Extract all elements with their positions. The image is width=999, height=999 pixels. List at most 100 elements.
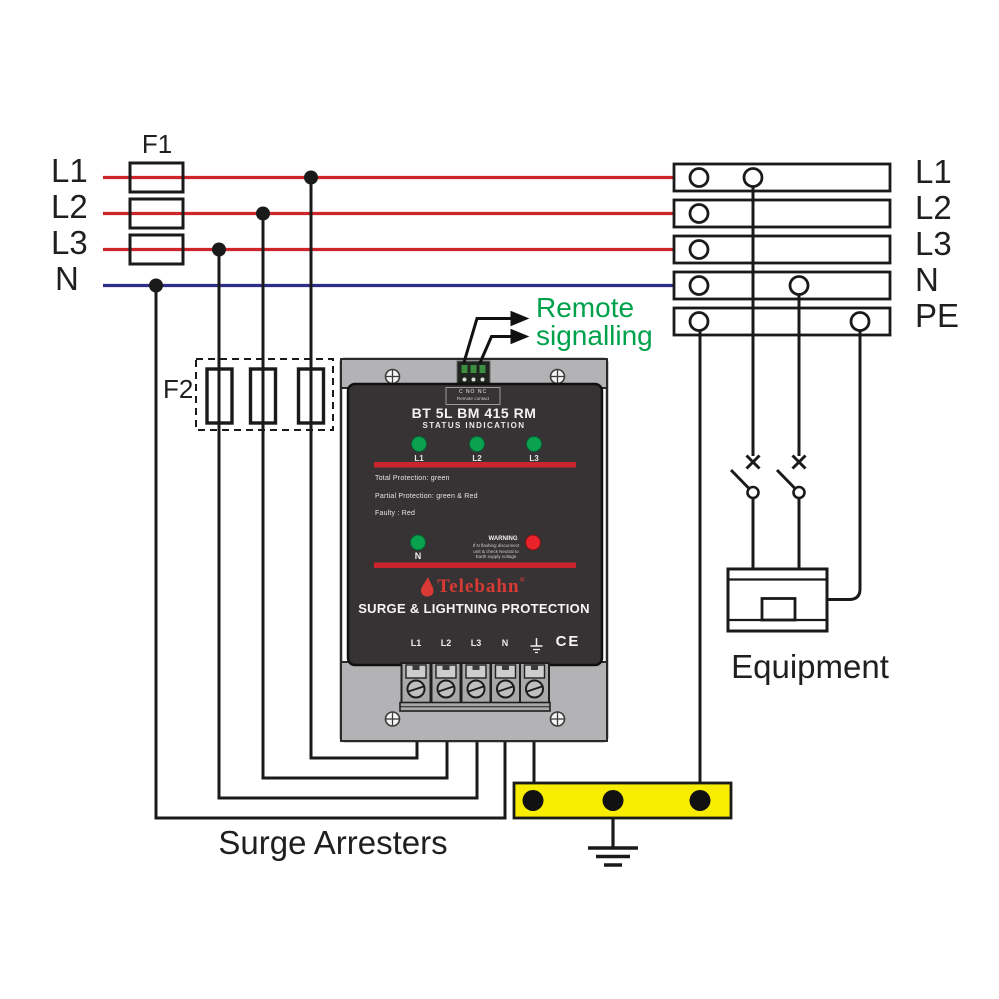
right-label-pe: PE — [915, 297, 960, 334]
fuse-f2-l3 — [205, 367, 234, 425]
arrowhead-icon — [510, 310, 530, 327]
connector-pin — [480, 377, 485, 382]
fuse-f2-dashed-box — [195, 358, 334, 431]
connector-slot — [479, 365, 486, 373]
fuse-f2-label: F2 — [163, 374, 194, 404]
connector-contacts-label: C NO NC — [458, 388, 488, 395]
led-n-icon — [410, 534, 426, 551]
arrow-line-1 — [462, 317, 511, 365]
right-label-l3: L3 — [915, 225, 952, 262]
terminal-block — [400, 662, 432, 704]
terminal-block — [430, 662, 462, 704]
ce-mark: CE — [555, 633, 581, 650]
earth-bar-dot-mid — [602, 790, 624, 811]
case-screws — [384, 368, 566, 727]
wire-n-arrester — [154, 285, 507, 820]
switch-1 — [729, 454, 761, 500]
switch1-contact — [746, 485, 760, 500]
led-l3-icon — [526, 436, 542, 452]
left-label-l2: L2 — [51, 188, 88, 225]
screw-icon — [549, 368, 566, 385]
switch2-x-mark2 — [791, 454, 807, 470]
led-label-n: N — [414, 551, 422, 561]
brand-logo: Telebahn® — [437, 576, 525, 597]
screw-icon — [384, 711, 401, 727]
switch1-x-mark2 — [745, 454, 761, 470]
terminal-pe-in — [688, 311, 710, 332]
connector-slot — [470, 365, 477, 373]
left-label-l1: L1 — [51, 152, 88, 189]
screw-icon — [549, 711, 566, 727]
connector-caption-label: Remote contact — [456, 395, 490, 401]
connector-slot — [461, 365, 468, 373]
switch2-blade — [775, 468, 797, 491]
surge-device — [339, 357, 609, 743]
led-label-l3: L3 — [529, 454, 539, 463]
surge-arresters-label: Surge Arresters — [218, 824, 448, 861]
arrowhead-icon — [510, 328, 530, 345]
terminal-pe-out — [849, 311, 871, 332]
terminal-n-in — [688, 275, 710, 296]
bus-n — [672, 270, 892, 301]
red-divider-bottom — [374, 562, 576, 568]
wire-pe-to-equipment — [827, 321, 862, 601]
remote-signalling-label-1: Remote — [536, 292, 635, 323]
earth-bar-dot-right — [689, 790, 711, 811]
status-leds — [410, 436, 542, 551]
right-label-l2: L2 — [915, 189, 952, 226]
terminal-l2-in — [688, 203, 710, 224]
right-label-l1: L1 — [915, 153, 952, 190]
switch2-contact — [792, 485, 806, 500]
device-model-label: BT 5L BM 415 RM — [411, 405, 537, 421]
fuse-f2-l2 — [248, 367, 278, 425]
equipment-inner-box — [760, 597, 797, 622]
terminal-block — [519, 662, 550, 704]
supply-lines — [103, 175, 674, 288]
connector-pin — [462, 377, 467, 382]
right-bus-bars — [672, 162, 892, 337]
remote-contact-connector — [456, 360, 491, 387]
bus-terminals — [688, 167, 871, 332]
led-l1-icon — [411, 436, 427, 452]
fuse-f2-group — [195, 358, 334, 431]
terminal-label-l3: L3 — [470, 638, 482, 648]
led-warning-icon — [525, 534, 541, 551]
remote-signalling-arrows — [462, 310, 530, 365]
terminal-block — [490, 662, 521, 704]
earth-bar-dot-left — [522, 790, 544, 811]
status-line-faulty: Faulty : Red — [375, 510, 416, 517]
led-label-l1: L1 — [414, 454, 424, 463]
bus-pe — [672, 306, 892, 337]
device-tagline: SURGE & LIGHTNING PROTECTION — [358, 601, 590, 616]
warning-title: WARNING — [488, 536, 518, 542]
fuse-f1-group — [128, 161, 185, 266]
warning-line-2: unit & check Neutral to — [473, 548, 519, 554]
registered-mark: ® — [519, 576, 525, 584]
bus-l3 — [672, 234, 892, 265]
remote-signalling-label-2: signalling — [536, 320, 653, 351]
equipment-box — [726, 567, 829, 633]
earth-bus-bar — [512, 781, 733, 820]
terminal-l1-out — [742, 167, 764, 188]
fuse-f1-label: F1 — [141, 129, 173, 159]
fuse-f2-l1 — [296, 367, 326, 425]
earth-ground-symbol — [588, 818, 638, 867]
wire-l3-arrester — [217, 249, 479, 800]
junction-dots — [149, 170, 318, 293]
status-indication-title: STATUS INDICATION — [422, 421, 526, 430]
brand-name: Telebahn — [437, 576, 520, 597]
screw-icon — [384, 368, 401, 385]
led-label-l2: L2 — [472, 454, 482, 463]
right-label-n: N — [915, 261, 939, 298]
terminal-block — [460, 662, 492, 704]
terminal-label-n: N — [501, 638, 509, 648]
switch-2 — [775, 454, 807, 500]
connector-pin — [471, 377, 476, 382]
warning-line-1: If N flashing disconnect — [472, 543, 520, 548]
fuse-f1-l3 — [128, 233, 185, 266]
fuse-f1-l2 — [128, 197, 185, 230]
earth-terminal-icon — [530, 638, 543, 654]
terminal-label-l1: L1 — [410, 638, 422, 648]
warning-line-3: Earth supply voltage — [475, 554, 517, 559]
